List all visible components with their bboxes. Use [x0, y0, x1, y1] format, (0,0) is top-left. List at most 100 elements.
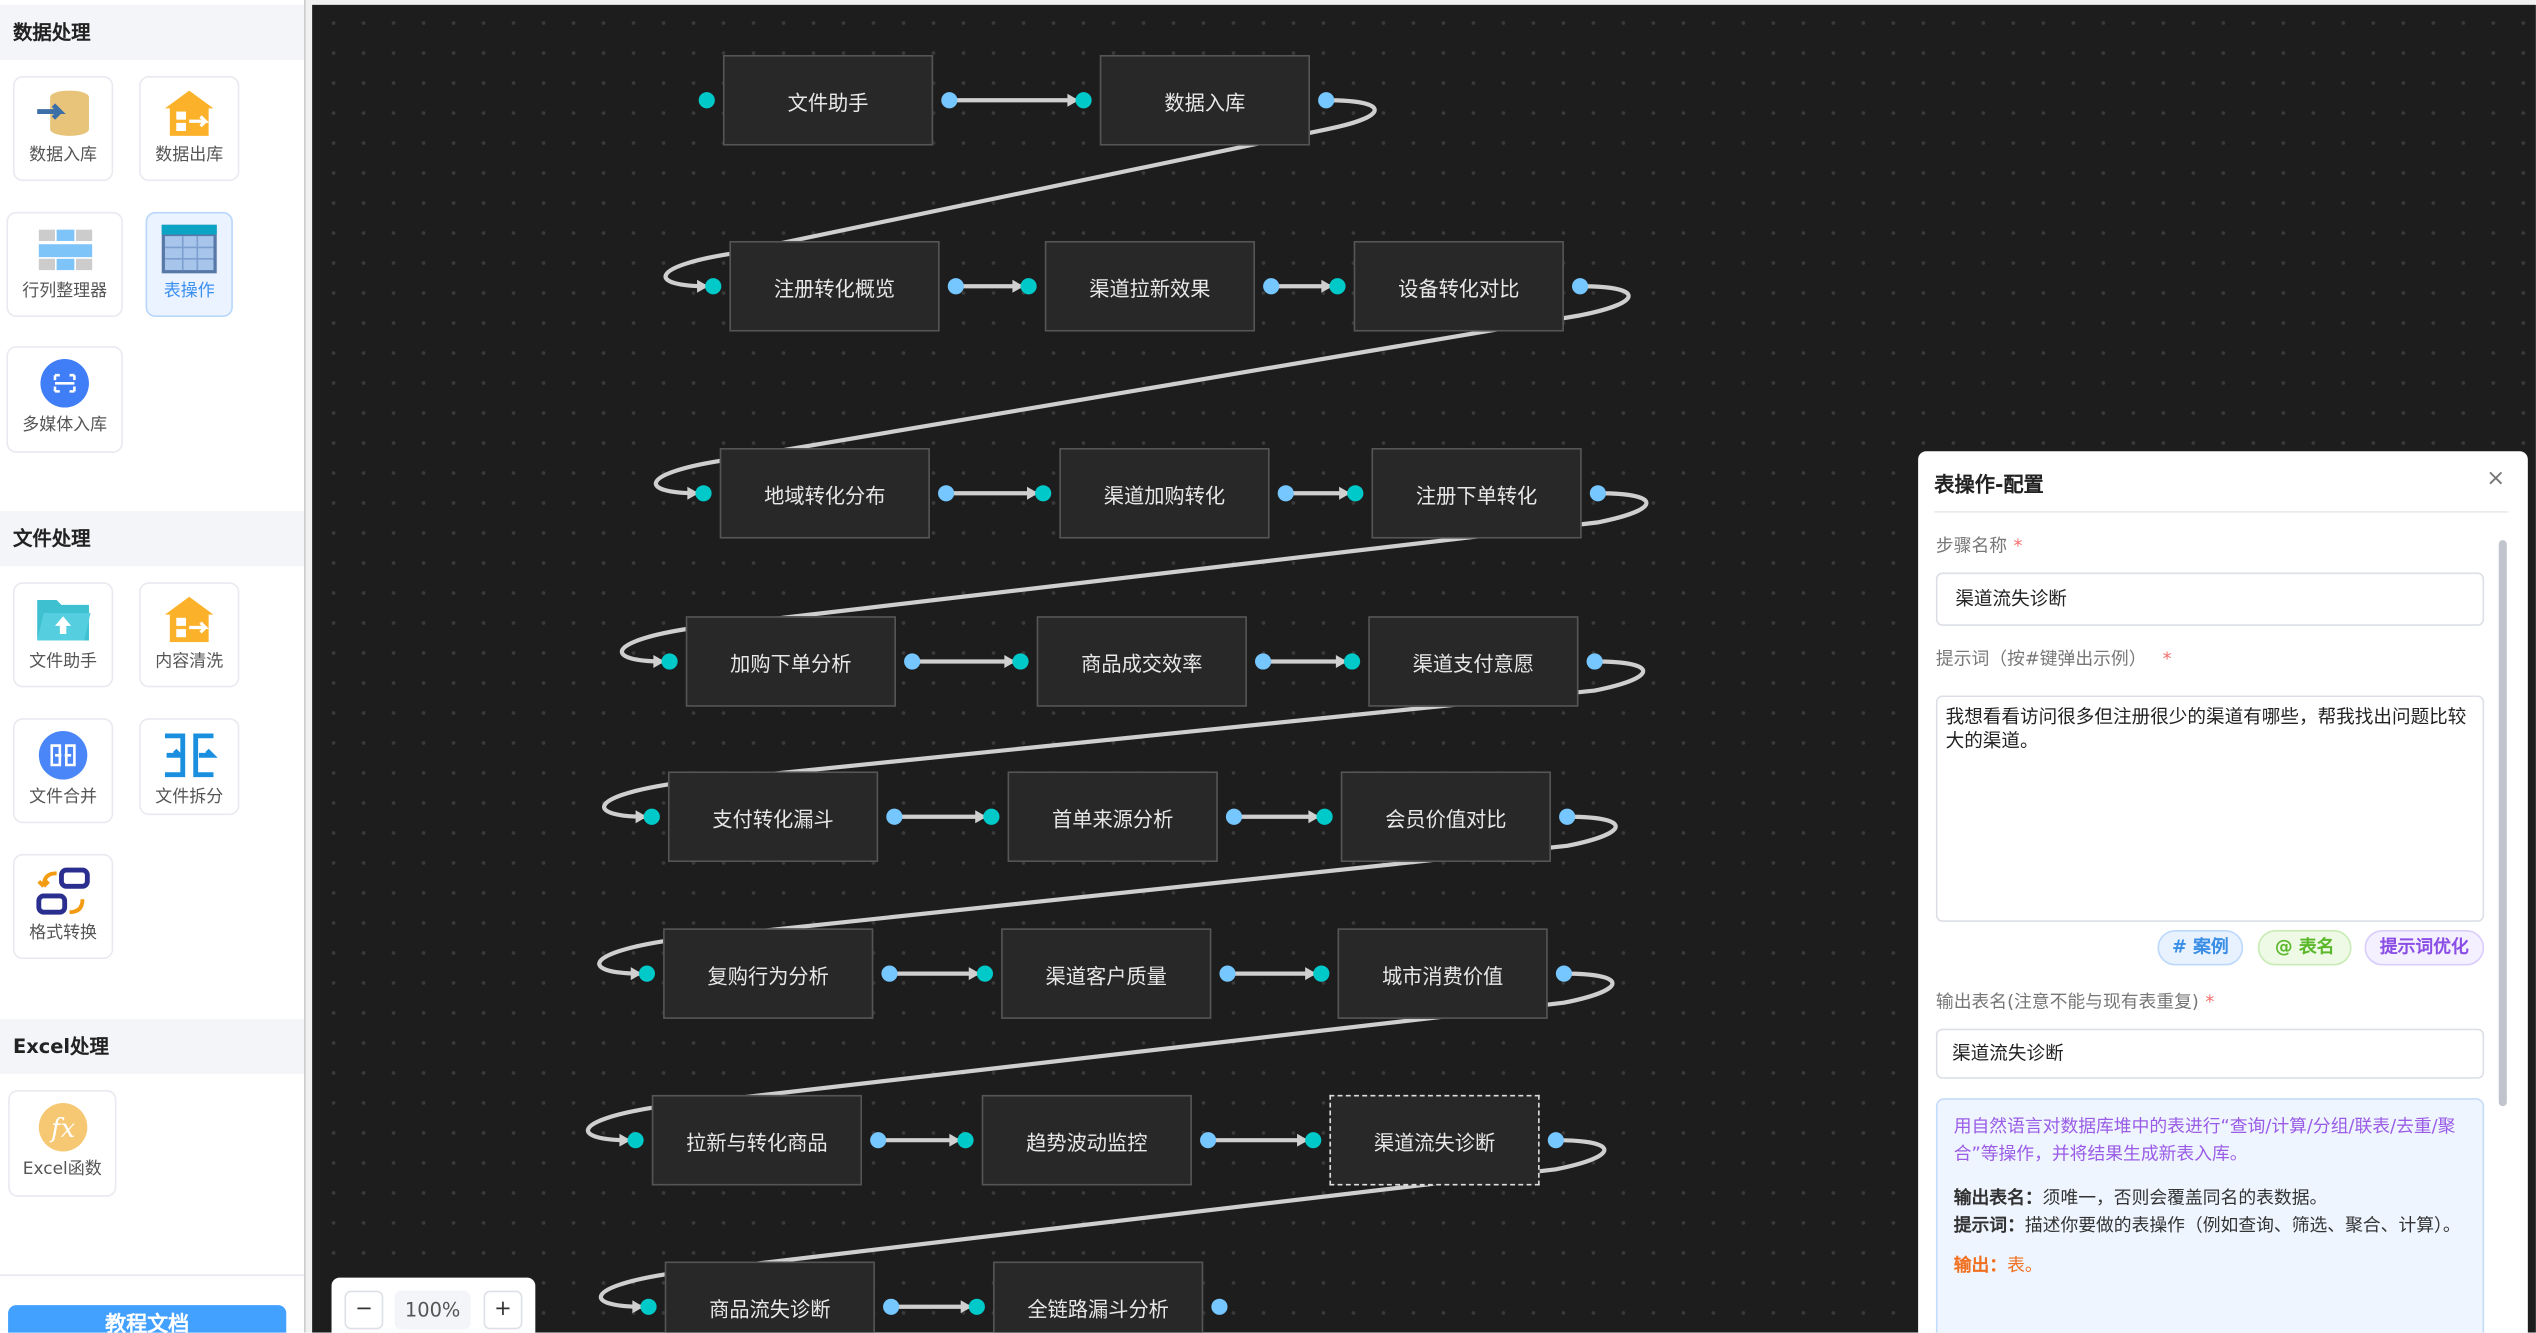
- input-port[interactable]: [627, 1132, 644, 1149]
- workflow-node[interactable]: 全链路漏斗分析: [993, 1261, 1204, 1333]
- input-port[interactable]: [661, 653, 678, 670]
- input-port[interactable]: [698, 92, 715, 109]
- tool-0-4[interactable]: 多媒体入库: [6, 346, 123, 453]
- table-name-chip[interactable]: @ 表名: [2257, 929, 2352, 966]
- edge[interactable]: [597, 814, 1618, 976]
- zoom-level: 100%: [394, 1290, 471, 1330]
- workflow-node[interactable]: 渠道支付意愿: [1368, 616, 1579, 707]
- input-port[interactable]: [640, 1298, 657, 1315]
- input-port[interactable]: [968, 1298, 985, 1315]
- zoom-out-button[interactable]: −: [344, 1290, 384, 1330]
- tutorial-doc-button[interactable]: 教程文档: [8, 1305, 287, 1333]
- workflow-node[interactable]: 商品流失诊断: [664, 1261, 875, 1333]
- divider: [1934, 511, 2509, 513]
- input-port[interactable]: [643, 808, 660, 825]
- prompt-optimize-chip[interactable]: 提示词优化: [2364, 929, 2485, 966]
- output-port[interactable]: [1219, 965, 1236, 982]
- input-port[interactable]: [1020, 278, 1037, 295]
- output-port[interactable]: [938, 485, 955, 502]
- workflow-node[interactable]: 复购行为分析: [663, 928, 874, 1019]
- input-port[interactable]: [1343, 653, 1361, 670]
- output-port[interactable]: [1589, 485, 1606, 502]
- output-port[interactable]: [881, 965, 898, 982]
- workflow-node[interactable]: 地域转化分布: [719, 447, 930, 539]
- workflow-node[interactable]: 商品成交效率: [1036, 616, 1247, 707]
- output-name-input[interactable]: 渠道流失诊断: [1935, 1028, 2485, 1079]
- output-port[interactable]: [947, 278, 964, 295]
- workflow-node[interactable]: 会员价值对比: [1340, 771, 1551, 863]
- input-port[interactable]: [1305, 1132, 1322, 1149]
- output-port[interactable]: [1211, 1298, 1228, 1315]
- output-port[interactable]: [886, 808, 903, 825]
- output-port[interactable]: [1572, 278, 1589, 295]
- input-port[interactable]: [1075, 92, 1092, 109]
- input-port[interactable]: [1035, 485, 1052, 502]
- output-port[interactable]: [1559, 808, 1576, 825]
- tool-1-1[interactable]: 内容清洗: [139, 582, 240, 688]
- input-port[interactable]: [695, 485, 712, 502]
- workflow-node[interactable]: 城市消费价值: [1337, 928, 1548, 1019]
- close-icon[interactable]: ×: [2486, 465, 2506, 492]
- workflow-node[interactable]: 数据入库: [1099, 54, 1311, 146]
- output-port[interactable]: [1277, 485, 1294, 502]
- input-port[interactable]: [957, 1132, 974, 1149]
- edge[interactable]: [663, 98, 1377, 289]
- output-port[interactable]: [1263, 278, 1280, 295]
- tool-1-4[interactable]: 格式转换: [12, 853, 114, 960]
- workflow-node[interactable]: 趋势波动监控: [981, 1094, 1192, 1186]
- input-port[interactable]: [705, 278, 722, 295]
- step-name-input[interactable]: 渠道流失诊断: [1935, 572, 2485, 626]
- edge[interactable]: [602, 659, 1645, 819]
- workflow-node[interactable]: 首单来源分析: [1007, 771, 1218, 863]
- input-port[interactable]: [1316, 808, 1333, 825]
- workflow-node[interactable]: 拉新与转化商品: [651, 1094, 863, 1186]
- input-port[interactable]: [976, 965, 994, 982]
- tool-1-0[interactable]: 文件助手: [12, 582, 114, 688]
- output-port[interactable]: [1225, 808, 1243, 825]
- tool-0-3[interactable]: 表操作: [145, 211, 233, 317]
- resize-handle[interactable]: [304, 0, 314, 1333]
- edge[interactable]: [585, 971, 1615, 1143]
- output-port[interactable]: [941, 92, 958, 109]
- workflow-node[interactable]: 渠道流失诊断: [1329, 1094, 1540, 1186]
- help-key: 输出：: [1953, 1255, 2008, 1277]
- workflow-node[interactable]: 渠道拉新效果: [1044, 240, 1256, 332]
- workflow-node[interactable]: 设备转化对比: [1353, 240, 1564, 332]
- output-port[interactable]: [870, 1132, 887, 1149]
- arrow-head: [619, 1133, 631, 1147]
- input-port[interactable]: [1012, 653, 1029, 670]
- tool-1-2[interactable]: 文件合并: [12, 718, 114, 824]
- output-port[interactable]: [904, 653, 921, 670]
- output-port[interactable]: [1555, 965, 1573, 982]
- input-port[interactable]: [1329, 278, 1346, 295]
- example-chip[interactable]: # 案例: [2157, 929, 2244, 966]
- tool-0-1[interactable]: 数据出库: [139, 76, 240, 182]
- workflow-node[interactable]: 注册下单转化: [1371, 447, 1582, 539]
- workflow-node[interactable]: 渠道加购转化: [1059, 447, 1270, 539]
- edge[interactable]: [653, 284, 1631, 496]
- input-port[interactable]: [983, 808, 1000, 825]
- output-port[interactable]: [1200, 1132, 1217, 1149]
- output-port[interactable]: [1255, 653, 1272, 670]
- panel-scrollbar[interactable]: [2498, 540, 2507, 1107]
- output-port[interactable]: [1547, 1132, 1564, 1149]
- workflow-node[interactable]: 支付转化漏斗: [667, 771, 879, 863]
- output-port[interactable]: [1586, 653, 1603, 670]
- tool-1-3[interactable]: 文件拆分: [139, 718, 240, 816]
- input-port[interactable]: [638, 965, 656, 982]
- input-port[interactable]: [1347, 485, 1364, 502]
- workflow-node[interactable]: 文件助手: [722, 54, 934, 146]
- zoom-in-button[interactable]: +: [483, 1290, 523, 1330]
- workflow-node[interactable]: 加购下单分析: [685, 616, 896, 707]
- output-port[interactable]: [883, 1298, 900, 1315]
- tool-0-2[interactable]: 行列整理器: [6, 211, 123, 317]
- workflow-node[interactable]: 注册转化概览: [729, 240, 940, 332]
- prompt-textarea[interactable]: 我想看看访问很多但注册很少的渠道有哪些，帮我找出问题比较大的渠道。: [1935, 695, 2485, 922]
- tool-0-0[interactable]: 数据入库: [12, 76, 114, 182]
- input-port[interactable]: [1313, 965, 1330, 982]
- edge[interactable]: [619, 491, 1649, 664]
- output-port[interactable]: [1318, 92, 1335, 109]
- edge[interactable]: [598, 1138, 1607, 1309]
- workflow-node[interactable]: 渠道客户质量: [1001, 928, 1212, 1019]
